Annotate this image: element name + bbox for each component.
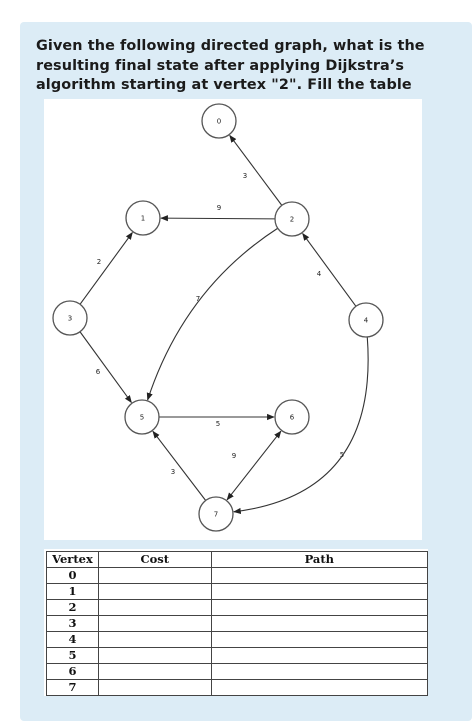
edge-weight-label: 5 xyxy=(216,420,220,428)
cost-cell[interactable] xyxy=(97,599,212,616)
cost-cell[interactable] xyxy=(97,663,212,680)
node-circle xyxy=(125,200,161,236)
table-row: 4 xyxy=(46,631,429,648)
graph-node-3: 3 xyxy=(52,300,88,336)
vertex-cell: 1 xyxy=(46,583,99,600)
cost-cell[interactable] xyxy=(97,567,212,584)
node-label: 4 xyxy=(364,317,369,325)
node-circle xyxy=(124,399,160,435)
vertex-cell: 0 xyxy=(46,567,99,584)
graph-node-6: 6 xyxy=(274,399,310,435)
edge-weight-label: 9 xyxy=(217,204,221,212)
node-label: 5 xyxy=(140,414,144,422)
table-row: 5 xyxy=(46,647,429,664)
cost-cell[interactable] xyxy=(97,615,212,632)
edge-weight-label: 3 xyxy=(243,172,247,180)
vertex-cell: 5 xyxy=(46,647,99,664)
edge-weight-label: 4 xyxy=(317,270,322,278)
question-line: Given the following directed graph, what… xyxy=(36,38,425,54)
graph-node-4: 4 xyxy=(348,302,384,338)
path-cell[interactable] xyxy=(210,679,429,696)
node-label: 1 xyxy=(141,215,145,223)
path-cell[interactable] xyxy=(210,599,429,616)
vertex-cell: 4 xyxy=(46,631,99,648)
edge-2-1 xyxy=(160,215,276,222)
vertex-cell: 3 xyxy=(46,615,99,632)
cost-cell[interactable] xyxy=(97,583,212,600)
edge-weight-label: 2 xyxy=(97,258,101,266)
cost-cell[interactable] xyxy=(97,631,212,648)
node-label: 2 xyxy=(290,216,294,224)
graph-image: 3 9 2 7 6 4 5 3 9 5 0 1 2 3 4 5 6 7 xyxy=(44,99,422,540)
directed-graph: 3 9 2 7 6 4 5 3 9 5 0 1 2 3 4 5 6 7 xyxy=(52,103,384,532)
edge-4-7 xyxy=(233,336,369,515)
cost-cell[interactable] xyxy=(97,679,212,696)
path-cell[interactable] xyxy=(210,631,429,648)
graph-node-7: 7 xyxy=(198,496,234,532)
graph-node-5: 5 xyxy=(124,399,160,435)
vertex-cell: 7 xyxy=(46,679,99,696)
graph-node-0: 0 xyxy=(201,103,237,139)
node-circle xyxy=(198,496,234,532)
table-row: 7 xyxy=(46,679,429,696)
edge-weight-label: 7 xyxy=(196,295,200,303)
node-circle xyxy=(348,302,384,338)
vertex-cell: 6 xyxy=(46,663,99,680)
edge-weight-label: 3 xyxy=(171,468,175,476)
node-label: 6 xyxy=(290,414,295,422)
edge-weight-label: 9 xyxy=(232,452,236,460)
node-circle xyxy=(274,201,310,237)
path-cell[interactable] xyxy=(210,583,429,600)
node-label: 0 xyxy=(217,118,221,126)
table-row: 0 xyxy=(46,567,429,584)
edge-weight-label: 6 xyxy=(96,368,101,376)
question-text: Given the following directed graph, what… xyxy=(36,37,456,96)
path-cell[interactable] xyxy=(210,615,429,632)
edge-7-6 xyxy=(226,430,282,501)
table-row: 2 xyxy=(46,599,429,616)
edge-weight-label: 5 xyxy=(340,451,344,459)
path-cell[interactable] xyxy=(210,647,429,664)
table-row: 6 xyxy=(46,663,429,680)
header-cost: Cost xyxy=(97,551,212,568)
edge-7-5 xyxy=(152,430,207,501)
path-cell[interactable] xyxy=(210,663,429,680)
edge-2-5 xyxy=(146,227,279,401)
edge-4-2 xyxy=(302,232,357,307)
graph-node-1: 1 xyxy=(125,200,161,236)
table-row: 3 xyxy=(46,615,429,632)
header-path: Path xyxy=(210,551,429,568)
header-vertex: Vertex xyxy=(46,551,99,568)
question-line: algorithm starting at vertex "2". Fill t… xyxy=(36,77,412,93)
table-row: 1 xyxy=(46,583,429,600)
node-label: 3 xyxy=(68,315,72,323)
node-circle xyxy=(201,103,237,139)
node-circle xyxy=(274,399,310,435)
edge-3-1 xyxy=(79,231,133,305)
graph-node-2: 2 xyxy=(274,201,310,237)
edge-2-0 xyxy=(229,134,283,206)
edge-3-5 xyxy=(79,331,132,404)
question-line: resulting final state after applying Dij… xyxy=(36,57,405,74)
answer-table-wrap: Vertex Cost Path 0 1 2 3 xyxy=(44,549,429,696)
path-cell[interactable] xyxy=(210,567,429,584)
node-label: 7 xyxy=(214,511,218,519)
answer-table: Vertex Cost Path 0 1 2 3 xyxy=(46,551,429,696)
node-circle xyxy=(52,300,88,336)
vertex-cell: 2 xyxy=(46,599,99,616)
cost-cell[interactable] xyxy=(97,647,212,664)
table-header-row: Vertex Cost Path xyxy=(46,551,429,568)
